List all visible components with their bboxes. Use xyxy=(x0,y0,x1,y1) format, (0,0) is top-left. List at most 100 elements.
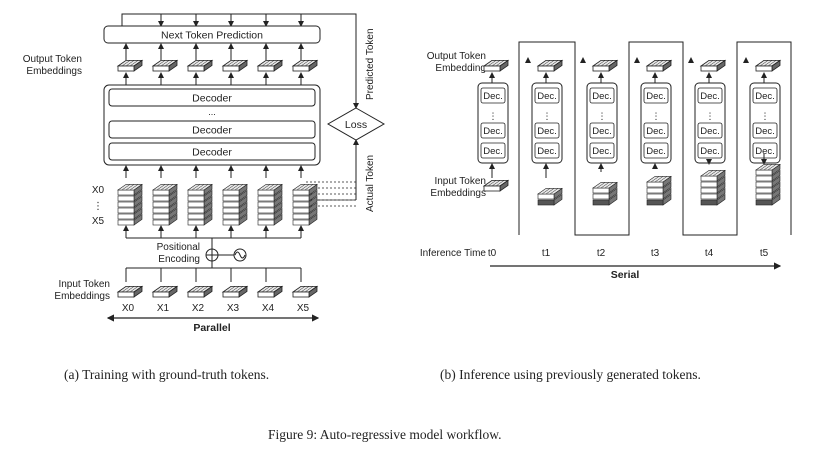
loss-diamond xyxy=(326,107,386,141)
inf-dec-label-3-1: Dec. xyxy=(646,126,666,137)
input-embedding-5 xyxy=(291,285,319,298)
inf-dec-layer-0-0 xyxy=(480,87,506,104)
decoder-layer-top-label: Decoder xyxy=(192,93,232,105)
inference-steps: Dec.Dec.Dec.⋮Dec.Dec.Dec.⋮Dec.Dec.Dec.⋮D… xyxy=(477,57,782,206)
inf-dec-label-3-2: Dec. xyxy=(646,146,666,157)
time-label-3: t3 xyxy=(651,248,660,259)
x-top-label: X0 xyxy=(92,185,105,196)
serial-label: Serial xyxy=(611,269,640,281)
inf-dec-layer-3-0 xyxy=(643,87,669,104)
time-label-1: t1 xyxy=(542,248,551,259)
output-embedding-0 xyxy=(116,59,144,72)
token-label-0: X0 xyxy=(122,303,135,314)
inf-dec-layer-1-1 xyxy=(534,122,560,139)
inference-panel: Output Token Embedding Input Token Embed… xyxy=(420,41,792,281)
inference-step-2: Dec.Dec.Dec.⋮ xyxy=(580,57,619,206)
inf-dec-label-5-1: Dec. xyxy=(755,126,775,137)
inf-dec-ellipsis-5: ⋮ xyxy=(761,111,770,121)
inf-dec-label-5-2: Dec. xyxy=(755,146,775,157)
inf-dec-label-2-2: Dec. xyxy=(592,146,612,157)
inf-dec-label-5-0: Dec. xyxy=(755,91,775,102)
inf-dec-label-3-0: Dec. xyxy=(646,91,666,102)
token-label-4: X4 xyxy=(262,303,275,314)
inf-dec-layer-1-2 xyxy=(534,142,560,159)
actual-token-label: Actual Token xyxy=(365,155,376,212)
token-label-3: X3 xyxy=(227,303,240,314)
decoder-layer-bottom-label: Decoder xyxy=(192,147,232,159)
inf-input-embeddings-line2: Embeddings xyxy=(430,188,486,199)
next-token-prediction-box xyxy=(103,25,321,44)
inf-output-embedding-2 xyxy=(591,59,619,72)
input-stack-1 xyxy=(152,183,178,226)
inf-dec-ellipsis-4: ⋮ xyxy=(706,111,715,121)
inf-dec-ellipsis-1: ⋮ xyxy=(543,111,552,121)
serial-snake-line xyxy=(518,41,792,236)
next-token-prediction-label: Next Token Prediction xyxy=(161,30,263,42)
inference-time-label: Inference Time xyxy=(420,248,487,259)
sine-wave-icon xyxy=(234,251,246,259)
inf-dec-label-2-0: Dec. xyxy=(592,91,612,102)
inf-dec-ellipsis-3: ⋮ xyxy=(652,111,661,121)
time-label-2: t2 xyxy=(597,248,606,259)
x-dots: ⋮ xyxy=(93,201,103,212)
add-operator-plus xyxy=(206,249,218,261)
token-label-5: X5 xyxy=(297,303,310,314)
figure-caption: Figure 9: Auto-regressive model workflow… xyxy=(268,427,502,442)
token-label-2: X2 xyxy=(192,303,205,314)
inference-step-4: Dec.Dec.Dec.⋮ xyxy=(688,57,727,206)
inf-output-embedding-4 xyxy=(699,59,727,72)
input-stack-5 xyxy=(292,183,318,226)
output-embedding-4 xyxy=(256,59,284,72)
inf-input-stack-1 xyxy=(537,187,563,206)
time-label-5: t5 xyxy=(760,248,769,259)
inf-input-stack-4 xyxy=(700,169,726,206)
inf-dec-layer-4-0 xyxy=(697,87,723,104)
inf-dec-label-0-1: Dec. xyxy=(483,126,503,137)
inference-step-1: Dec.Dec.Dec.⋮ xyxy=(525,57,564,206)
input-token-embeddings: X0 X1 X2 X3 X4 X5 xyxy=(116,285,319,314)
positional-encoding-line1: Positional xyxy=(157,242,200,253)
input-embedding-2 xyxy=(186,285,214,298)
inf-input-stack-2 xyxy=(592,181,618,206)
input-embedding-1 xyxy=(151,285,179,298)
input-fan xyxy=(125,237,302,282)
inf-dec-label-4-0: Dec. xyxy=(700,91,720,102)
positional-encoding-line2: Encoding xyxy=(158,254,200,265)
inf-output-embedding-3 xyxy=(645,59,673,72)
input-embedding-3 xyxy=(221,285,249,298)
inf-dec-layer-3-1 xyxy=(643,122,669,139)
inf-output-embedding-line1: Output Token xyxy=(427,51,486,62)
output-embedding-2 xyxy=(186,59,214,72)
inf-output-embedding-0 xyxy=(482,59,510,72)
x-bottom-label: X5 xyxy=(92,216,105,227)
inf-dec-layer-2-0 xyxy=(589,87,615,104)
inf-dec-layer-2-1 xyxy=(589,122,615,139)
output-embedding-1 xyxy=(151,59,179,72)
predicted-token-label: Predicted Token xyxy=(365,28,376,100)
inf-dec-label-2-1: Dec. xyxy=(592,126,612,137)
inf-dec-label-1-1: Dec. xyxy=(537,126,557,137)
loss-label: Loss xyxy=(345,119,367,131)
inf-output-embedding-line2: Embedding xyxy=(435,63,486,74)
inf-input-stack-5 xyxy=(755,163,781,206)
inf-dec-layer-5-0 xyxy=(752,87,778,104)
inf-dec-label-4-1: Dec. xyxy=(700,126,720,137)
token-label-1: X1 xyxy=(157,303,170,314)
training-panel: Next Token Prediction Output Token Embed… xyxy=(23,13,386,334)
output-embeddings-label-line2: Embeddings xyxy=(26,66,82,77)
inf-dec-layer-0-2 xyxy=(480,142,506,159)
feedback-top-line xyxy=(121,13,357,26)
caption-a: (a) Training with ground-truth tokens. xyxy=(64,367,270,382)
input-stack-0 xyxy=(117,183,143,226)
inf-input-embeddings-line1: Input Token xyxy=(434,176,486,187)
input-embeddings-line2: Embeddings xyxy=(54,291,110,302)
output-embedding-5 xyxy=(291,59,319,72)
input-embedding-4 xyxy=(256,285,284,298)
inf-dec-layer-4-2 xyxy=(697,142,723,159)
inf-input-stack-3 xyxy=(646,175,672,206)
inference-step-3: Dec. Dec. Dec. ⋮ xyxy=(634,57,673,206)
input-embedding-0 xyxy=(116,285,144,298)
inf-dec-label-1-0: Dec. xyxy=(537,91,557,102)
